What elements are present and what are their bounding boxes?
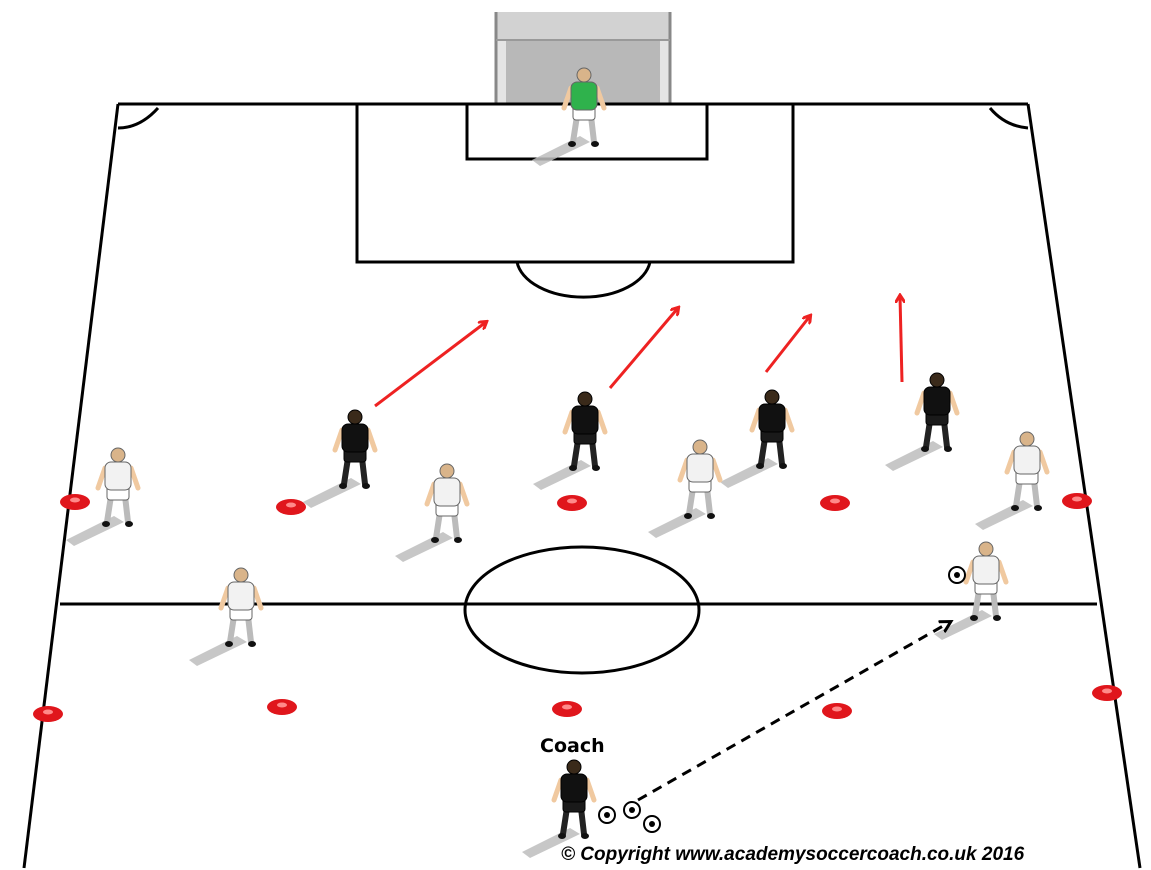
coach-player [522, 759, 597, 858]
defender-player [934, 541, 1009, 640]
arrow-icon [374, 322, 486, 408]
copyright-text: © Copyright www.academysoccercoach.co.uk… [561, 844, 1025, 865]
cone-icon [1092, 685, 1122, 701]
defender-player [975, 431, 1050, 530]
arrow-icon [764, 316, 810, 373]
corner-arc-left [117, 106, 160, 130]
cones [33, 493, 1122, 722]
cone-icon [822, 703, 852, 719]
attacker-player [720, 389, 795, 488]
cone-icon [33, 706, 63, 722]
cone-icon [820, 495, 850, 511]
cone-icon [60, 494, 90, 510]
defender-player [189, 567, 264, 666]
arrow-icon [900, 296, 902, 383]
ball-icon [598, 806, 616, 824]
goalkeeper-player [532, 67, 607, 166]
ball-icon [948, 566, 966, 584]
attacker-player [885, 372, 960, 471]
right-touchline [1026, 103, 1142, 869]
cone-icon [267, 699, 297, 715]
cone-icon [557, 495, 587, 511]
corner-arc-right [988, 107, 1029, 130]
coach-label: Coach [540, 735, 605, 757]
pass-arrow [637, 622, 950, 802]
centre-circle [463, 545, 701, 675]
penalty-arc [515, 261, 652, 299]
players [66, 67, 1050, 858]
defender-player [395, 463, 470, 562]
ball-icon [643, 815, 661, 833]
cone-icon [276, 499, 306, 515]
defender-player [66, 447, 141, 546]
defender-player [648, 439, 723, 538]
attacker-player [533, 391, 608, 490]
arrow-icon [608, 308, 678, 389]
cone-icon [552, 701, 582, 717]
balls [598, 566, 966, 833]
cone-icon [1062, 493, 1092, 509]
left-touchline [22, 103, 120, 869]
ball-icon [623, 801, 641, 819]
attacker-player [303, 409, 378, 508]
run-arrows [374, 296, 902, 408]
